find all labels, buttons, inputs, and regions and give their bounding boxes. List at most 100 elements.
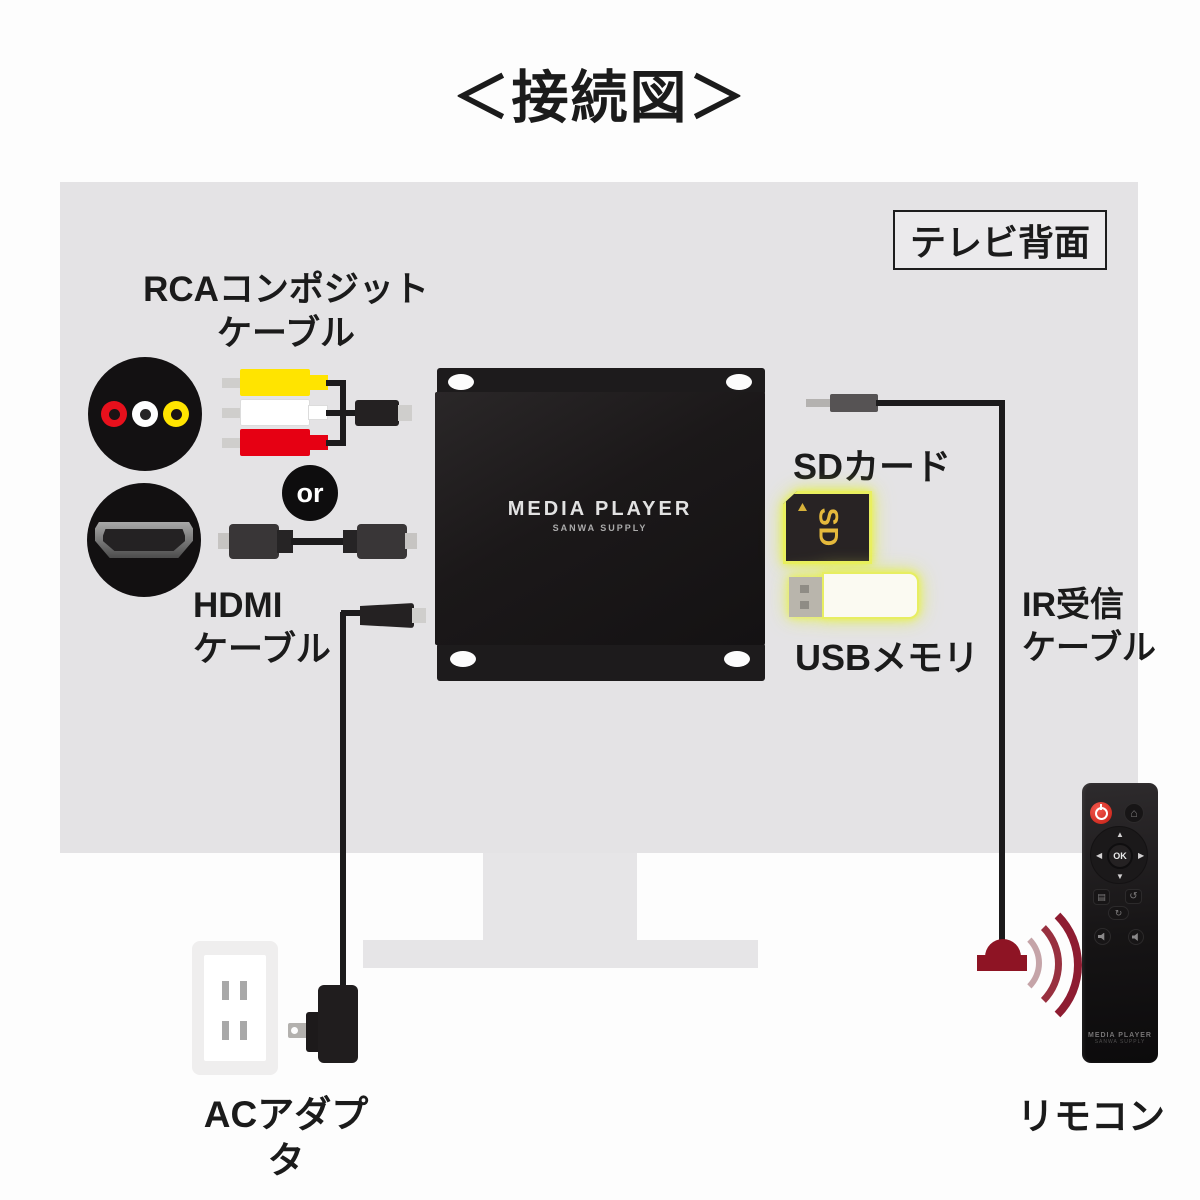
adapter-prong-hole [291,1027,298,1034]
power-cable-elbow [341,610,363,616]
hdmi-cable-label: HDMI ケーブル [193,584,331,672]
rca-wire-bottom [326,440,344,446]
usb-memory-icon [789,572,919,619]
volume-down-icon [1098,932,1105,941]
hdmi-cable-label-line1: HDMI [193,586,283,625]
hdmi-cable-wire [291,538,345,545]
home-button: ⌂ [1124,803,1144,823]
sd-card-text: SD [812,507,843,548]
tv-back-label: テレビ背面 [893,210,1107,270]
outlet-slot [222,981,229,1000]
rca-plug-white-tip [222,408,242,418]
ir-wave-icon [934,891,1082,1039]
rca-cable-label: RCAコンポジット ケーブル [130,268,442,356]
rca-cable-label-line2: ケーブル [217,313,355,353]
arrow-down-icon: ▼ [1116,872,1124,881]
ir-cable-label-line2: ケーブル [1022,628,1156,667]
hdmi-cable-left-rib [277,530,293,553]
remote-label: リモコン [1017,1096,1165,1137]
usb-memory-label: USBメモリ [795,637,980,678]
player-screw-hole [450,651,476,667]
ir-plug-icon [830,394,878,412]
loop-icon: ↻ [1114,907,1123,918]
rca-plug-yellow-tip [222,378,242,388]
rca-port-icon [88,357,202,471]
remote-brand: SANWA SUPPLY [1094,1039,1146,1045]
volume-down-button [1094,928,1111,945]
media-player-brand: SANWA SUPPLY [552,523,648,533]
volume-up-icon [1131,933,1138,941]
hdmi-cable-right-rib [343,530,359,553]
usb-connector-hole [800,585,809,593]
player-bottom-flange [437,643,765,681]
rca-wire-top [326,380,344,386]
power-icon [1094,806,1108,820]
sd-card-icon: SD [783,491,872,564]
loop-button: ↻ [1108,906,1129,920]
usb-connector-hole [800,601,809,609]
rca-plug-red-icon [240,429,310,456]
hdmi-connector-shape [95,522,193,558]
or-badge: or [282,465,338,521]
tv-stand-base [363,940,758,968]
arrow-up-icon: ▲ [1116,830,1124,839]
media-player-box [435,392,765,645]
usb-connector [789,577,824,617]
rca-plug-yellow-neck [308,375,328,390]
menu-button: ▤ [1093,889,1110,905]
hdmi-port-icon [87,483,201,597]
hdmi-cable-label-line2: ケーブル [193,629,331,669]
rca-jack-yellow-icon [163,401,189,427]
remote-brand-block: MEDIA PLAYER SANWA SUPPLY [1082,1032,1158,1045]
volume-up-button [1128,929,1144,945]
sd-card-shape: SD [783,491,872,564]
home-icon: ⌂ [1130,806,1138,820]
arrow-left-icon: ◀ [1096,851,1103,860]
ir-plug-tip [806,399,832,407]
ir-cable-label: IR受信 ケーブル [1022,584,1156,669]
back-button: ↺ [1125,889,1142,904]
player-screw-hole [726,374,752,390]
hdmi-cable-left-connector [229,524,279,559]
tv-stand-neck [483,853,637,941]
player-top-flange [437,368,765,395]
av-plug-tip [398,405,412,421]
power-cable-vertical [340,612,346,987]
media-player-text: MEDIA PLAYER SANWA SUPPLY [435,498,765,533]
ac-adapter-icon [318,985,358,1063]
sd-card-label: SDカード [793,446,952,487]
ac-adapter-label: ACアダプタ [203,1094,369,1182]
dpad: ▲ ▼ ◀ ▶ OK [1090,826,1148,884]
arrow-right-icon: ▶ [1138,851,1145,860]
hdmi-cable-right-tip [405,533,417,549]
ok-button: OK [1107,843,1133,869]
wall-outlet-icon [192,941,278,1075]
rca-plug-red-neck [308,435,328,450]
usb-body [822,572,919,619]
page-title: ＜接続図＞ [452,66,748,130]
hdmi-cable-left-tip [218,533,230,549]
av-plug-icon [355,400,399,426]
rca-plug-yellow-icon [240,369,310,396]
rca-plug-red-tip [222,438,242,448]
player-screw-hole [724,651,750,667]
menu-icon: ▤ [1097,891,1106,902]
hdmi-cable-right-connector [357,524,407,559]
sd-card-notch [798,503,807,511]
dc-plug-icon [360,603,414,628]
adapter-prong [288,1023,310,1038]
rca-cable-label-line1: RCAコンポジット [143,270,429,309]
ir-cable-vertical [999,400,1005,945]
ir-cable-label-line1: IR受信 [1022,586,1124,624]
dc-plug-tip [412,608,426,623]
rca-wire-middle [326,410,360,416]
rca-plug-white-neck [308,405,328,420]
remote-name: MEDIA PLAYER [1088,1032,1152,1039]
rca-jack-red-icon [101,401,127,427]
outlet-slot [222,1021,229,1040]
player-screw-hole [448,374,474,390]
outlet-face [204,955,266,1061]
outlet-slot [240,981,247,1000]
outlet-slot [240,1021,247,1040]
